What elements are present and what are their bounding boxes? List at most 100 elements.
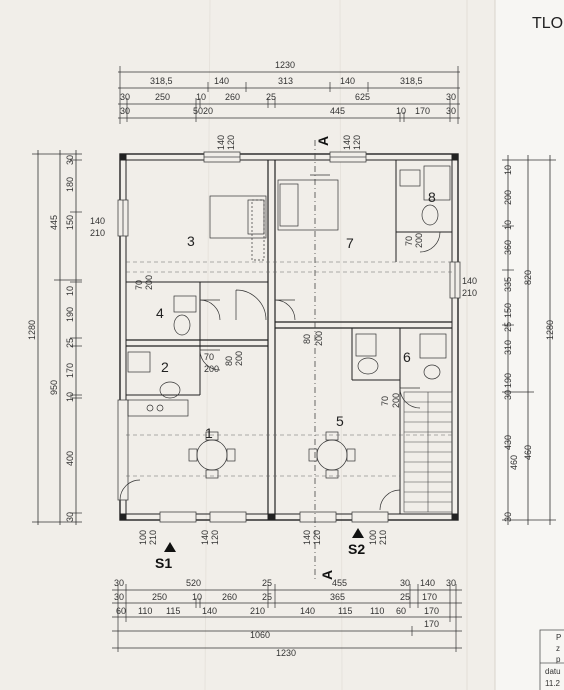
right-dim-i4: 360: [503, 240, 513, 255]
top-dim-r3-c: 10: [196, 92, 206, 102]
top-dim-r3-b: 250: [155, 92, 170, 102]
opening-label-16: 200: [414, 233, 424, 248]
opening-label-15: 70: [404, 236, 414, 246]
opening-label-26: 120: [312, 530, 322, 545]
left-dim-lower: 950: [49, 380, 59, 395]
opening-label-11: 80: [224, 356, 234, 366]
bot-dim-r1-c: 25: [262, 578, 272, 588]
left-dim-upper: 445: [49, 215, 59, 230]
bot-dim-r2-h: 170: [422, 592, 437, 602]
top-dim-r4-f: 30: [446, 106, 456, 116]
opening-label-19: 140: [462, 276, 477, 286]
left-dim-i4: 10: [65, 286, 75, 296]
right-dim-i7: 25: [503, 322, 513, 332]
top-dim-r3-e: 25: [266, 92, 276, 102]
right-dim-i11: 430: [503, 435, 513, 450]
title-box-line-3: p: [556, 655, 561, 664]
room-label-5: 5: [336, 413, 344, 429]
opening-label-12: 200: [234, 351, 244, 366]
right-dim-i3: 10: [503, 220, 513, 230]
bot-dim-r5-a: 1230: [276, 648, 296, 658]
right-dim-i6: 150: [503, 303, 513, 318]
opening-label-28: 210: [378, 530, 388, 545]
right-dim-i2: 200: [503, 190, 513, 205]
top-dim-d: 140: [340, 76, 355, 86]
opening-label-25: 140: [302, 530, 312, 545]
bot-dim-r3-j: 170: [424, 606, 439, 616]
top-dim-r3-f: 625: [355, 92, 370, 102]
bot-dim-r1-a: 30: [114, 578, 124, 588]
top-dim-a: 318,5: [150, 76, 173, 86]
right-dimensions: [502, 155, 556, 525]
right-dim-i8: 310: [503, 340, 513, 355]
title-box-line-4: datu: [545, 667, 561, 676]
left-dim-i8: 10: [65, 392, 75, 402]
room-label-8: 8: [428, 189, 436, 205]
doors: [119, 231, 441, 511]
bot-dim-r3-h: 110: [370, 606, 384, 616]
section-mark-a-bottom: A: [319, 570, 335, 580]
opening-label-22: 210: [148, 530, 158, 545]
bot-dim-r1-b: 520: [186, 578, 201, 588]
top-dim-r3-a: 30: [120, 92, 130, 102]
left-dim-i3: 150: [65, 215, 75, 230]
room-label-4: 4: [156, 305, 164, 321]
opening-label-4: 120: [352, 135, 362, 150]
opening-label-23: 140: [200, 530, 210, 545]
hidden-lines: [126, 261, 452, 477]
top-dim-total: 1230: [275, 60, 295, 70]
bot-dim-r2-e: 25: [262, 592, 272, 602]
room-label-2: 2: [161, 359, 169, 375]
bot-dim-r4-b: 170: [424, 619, 439, 629]
furniture: [127, 165, 451, 479]
section-mark-s2: S2: [348, 541, 365, 557]
opening-label-8: 200: [144, 275, 154, 290]
bot-dim-r3-f: 140: [300, 606, 315, 616]
bot-dim-r1-f: 140: [420, 578, 435, 588]
left-dim-i5: 190: [65, 307, 75, 322]
bot-dim-r2-c: 10: [192, 592, 202, 602]
title-box-line-5: 11.2: [545, 679, 561, 688]
bot-dim-r1-d: 455: [332, 578, 347, 588]
right-dim-i5: 335: [503, 277, 513, 292]
opening-label-13: 80: [302, 334, 312, 344]
top-dim-e: 318,5: [400, 76, 423, 86]
section-mark-a-top: A: [315, 136, 331, 146]
opening-label-20: 210: [462, 288, 477, 298]
title-box: [539, 629, 564, 690]
bot-dim-r3-b: 110: [138, 606, 152, 616]
left-dim-i2: 180: [65, 177, 75, 192]
opening-label-27: 100: [368, 530, 378, 545]
right-dim-i9: 190: [503, 373, 513, 388]
bot-dim-r2-d: 260: [222, 592, 237, 602]
opening-label-1: 140: [216, 135, 226, 150]
staircase: [403, 391, 453, 513]
bot-dim-r2-a: 30: [114, 592, 124, 602]
opening-label-14: 200: [314, 331, 324, 346]
title-box-line-1: P: [556, 633, 561, 642]
right-dim-i12: 460: [509, 455, 519, 470]
section-markers: [164, 528, 364, 552]
bot-dim-r1-e: 30: [400, 578, 410, 588]
top-dim-r3-g: 30: [446, 92, 456, 102]
opening-label-6: 210: [90, 228, 105, 238]
opening-label-5: 140: [90, 216, 105, 226]
left-dim-total: 1280: [27, 320, 37, 340]
opening-label-7: 70: [134, 280, 144, 290]
sheet-title: TLO: [532, 15, 563, 32]
opening-label-10: 200: [204, 364, 219, 374]
top-dim-r4-c: 445: [330, 106, 345, 116]
bot-dim-r3-a: 60: [116, 606, 126, 616]
top-dim-b: 140: [214, 76, 229, 86]
right-dim-i10: 30: [503, 390, 513, 400]
room-label-3: 3: [187, 233, 195, 249]
bot-dim-r3-c: 115: [166, 606, 180, 616]
right-dim-lower: 460: [523, 445, 533, 460]
top-dimensions: [118, 66, 460, 124]
bot-dim-r4-a: 1060: [250, 630, 270, 640]
opening-label-18: 200: [391, 393, 401, 408]
bot-dim-r2-b: 250: [152, 592, 167, 602]
left-dim-i1: 30: [65, 155, 75, 165]
bottom-dimensions: [112, 584, 462, 652]
